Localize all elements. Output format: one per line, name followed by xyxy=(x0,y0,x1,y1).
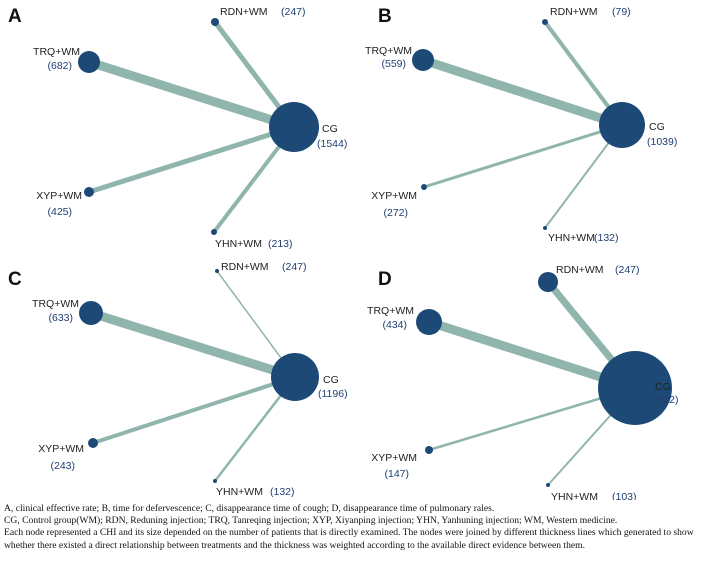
label-a-cg-name: CG xyxy=(322,123,338,135)
node-d-yhn xyxy=(546,483,550,487)
label-b-trq-count: (559) xyxy=(381,58,406,70)
label-c-xyp-count: (243) xyxy=(50,460,75,472)
label-d-trq-name: TRQ+WM xyxy=(367,305,414,317)
label-b-trq-name: TRQ+WM xyxy=(365,45,412,57)
label-d-yhn-count: (103) xyxy=(612,491,637,500)
label-d-yhn-name: YHN+WM xyxy=(551,491,598,500)
caption-line-2: CG, Control group(WM); RDN, Reduning inj… xyxy=(4,515,618,527)
figure-caption: A, clinical effective rate; B, time for … xyxy=(4,503,724,552)
node-a-trq xyxy=(78,51,100,73)
label-a-cg-count: (1544) xyxy=(317,138,347,150)
label-d-xyp-name: XYP+WM xyxy=(371,452,417,464)
label-b-yhn-count: (132) xyxy=(594,232,619,244)
label-d-rdn-count: (247) xyxy=(615,264,640,276)
edge-c-trq-cg xyxy=(89,308,297,382)
edge-a-trq-cg xyxy=(87,57,296,132)
node-c-trq xyxy=(79,301,103,325)
label-a-yhn-count: (213) xyxy=(268,238,293,250)
node-d-cg xyxy=(598,351,672,425)
label-c-rdn-count: (247) xyxy=(282,261,307,273)
label-c-cg-name: CG xyxy=(323,374,339,386)
label-a-trq-count: (682) xyxy=(47,60,72,72)
label-c-yhn-count: (132) xyxy=(270,486,295,498)
panel-letter-a: A xyxy=(8,6,22,27)
node-a-rdn xyxy=(211,18,219,26)
panel-b: RDN+WM (79) TRQ+WM(559) CG (1039) XYP+WM (272)… xyxy=(365,6,677,244)
label-a-trq-name: TRQ+WM xyxy=(33,46,80,58)
panel-d: RDN+WM (247) TRQ+WM (434) CG(922) XYP+WM (147)… xyxy=(367,264,678,500)
label-d-trq-count: (434) xyxy=(382,319,407,331)
label-a-rdn-count: (247) xyxy=(281,6,306,18)
label-c-trq-name: TRQ+WM xyxy=(32,298,79,310)
label-b-cg-count: (1039) xyxy=(647,136,677,148)
label-a-yhn-name: YHN+WM xyxy=(215,238,262,250)
node-b-cg xyxy=(599,102,645,148)
label-b-rdn-count: (79) xyxy=(612,6,631,18)
node-b-trq xyxy=(412,49,434,71)
node-d-xyp xyxy=(425,446,433,454)
edge-b-xyp-cg xyxy=(423,123,623,189)
label-d-rdn-name: RDN+WM xyxy=(556,264,604,276)
caption-line-4: whether there existed a direct relations… xyxy=(4,539,585,551)
label-b-xyp-name: XYP+WM xyxy=(371,190,417,202)
node-a-xyp xyxy=(84,187,94,197)
label-c-yhn-name: YHN+WM xyxy=(216,486,263,498)
node-a-yhn xyxy=(211,229,217,235)
node-c-xyp xyxy=(88,438,98,448)
edge-a-xyp-cg xyxy=(88,124,295,195)
panel-letter-b: B xyxy=(378,6,392,27)
label-d-cg-name: CG xyxy=(655,381,671,393)
label-a-rdn-name: RDN+WM xyxy=(220,6,268,18)
node-b-xyp xyxy=(421,184,427,190)
node-c-rdn xyxy=(215,269,219,273)
label-a-xyp-count: (425) xyxy=(47,206,72,218)
label-d-xyp-count: (147) xyxy=(384,468,409,480)
node-c-cg xyxy=(271,353,319,401)
label-c-rdn-name: RDN+WM xyxy=(221,261,269,273)
panel-letter-d: D xyxy=(378,269,392,290)
panel-c: RDN+WM (247) TRQ+WM (633) CG (1196) XYP+WM (243… xyxy=(8,261,348,498)
node-b-yhn xyxy=(543,226,547,230)
panel-a: RDN+WM (247) TRQ+WM (682) CG (1544) XYP+WM (425… xyxy=(8,6,347,250)
node-a-cg xyxy=(269,102,319,152)
label-b-yhn-name: YHN+WM xyxy=(548,232,595,244)
edge-b-trq-cg xyxy=(421,55,624,130)
caption-line-1: A, clinical effective rate; B, time for … xyxy=(4,503,495,514)
label-b-cg-name: CG xyxy=(649,121,665,133)
label-c-xyp-name: XYP+WM xyxy=(38,443,84,455)
label-c-cg-count: (1196) xyxy=(318,388,348,400)
node-b-rdn xyxy=(542,19,548,25)
label-b-xyp-count: (272) xyxy=(383,207,408,219)
label-a-xyp-name: XYP+WM xyxy=(36,190,82,202)
edge-c-xyp-cg xyxy=(92,375,296,445)
label-d-cg-count: (922) xyxy=(654,394,679,406)
caption-line-3: Each node represented a CHI and its size… xyxy=(4,527,694,539)
node-c-yhn xyxy=(213,479,217,483)
node-d-trq xyxy=(416,309,442,335)
node-d-rdn xyxy=(538,272,558,292)
label-b-rdn-name: RDN+WM xyxy=(550,6,598,18)
label-c-trq-count: (633) xyxy=(48,312,73,324)
network-figure: RDN+WM (247) TRQ+WM (682) CG (1544) XYP+WM (425… xyxy=(8,6,679,500)
panel-letter-c: C xyxy=(8,269,22,290)
